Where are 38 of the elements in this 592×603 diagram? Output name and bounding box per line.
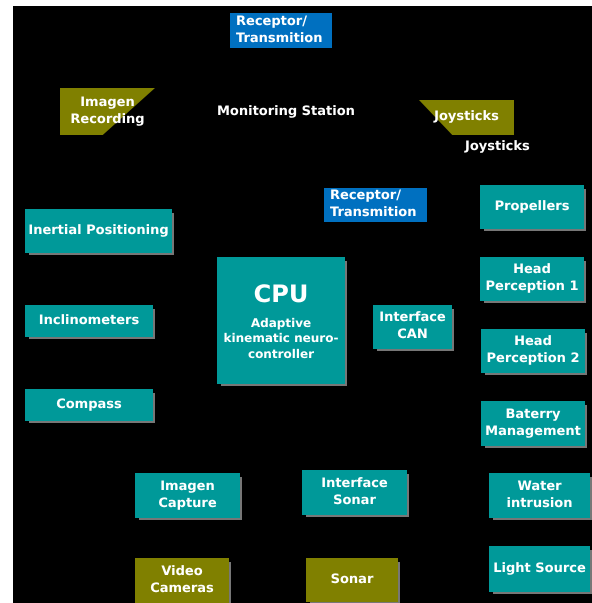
module-box: [217, 257, 345, 384]
box-label: Interface Sonar: [320, 476, 389, 510]
box-label: Imagen Capture: [157, 478, 218, 512]
box-label: Inclinometers: [38, 312, 140, 330]
box-label: Light Source: [493, 560, 586, 578]
module-box: [302, 470, 407, 515]
box-label: Baterry Management: [484, 406, 582, 440]
module-box: [481, 401, 585, 446]
box-label: Receptor/ Transmition: [330, 188, 418, 222]
module-box: [135, 473, 240, 518]
module-box: [25, 389, 153, 421]
box-label: Water intrusion: [506, 478, 574, 512]
module-box: [25, 305, 153, 337]
box-label: Head Perception 2: [485, 334, 580, 368]
box-title: CPU: [254, 278, 308, 310]
device-box: [306, 558, 398, 602]
device-box: [419, 100, 514, 135]
box-label: Imagen Recording: [69, 94, 146, 128]
box-label: Sonar: [330, 572, 374, 588]
module-box: [489, 473, 590, 518]
transceiver-box: [230, 13, 332, 48]
transceiver-box: [324, 188, 427, 222]
box-label: Propellers: [494, 198, 570, 216]
module-box: [480, 185, 584, 229]
box-label: Inertial Positioning: [28, 222, 169, 240]
box-label: Adaptive kinematic neuro-controller: [222, 316, 340, 362]
device-box: [135, 558, 229, 603]
box-label: Receptor/ Transmition: [236, 14, 324, 48]
module-box: [25, 209, 172, 253]
device-box: [60, 88, 155, 135]
module-box: [489, 546, 590, 592]
box-label: Head Perception 1: [484, 262, 580, 296]
box-label: Video Cameras: [149, 564, 215, 598]
box-label: Interface CAN: [378, 310, 447, 344]
box-label: Compass: [56, 396, 122, 414]
box-label: Joysticks: [434, 109, 499, 126]
station-title: Monitoring Station: [217, 104, 355, 119]
caption-label: Joysticks: [465, 139, 530, 154]
